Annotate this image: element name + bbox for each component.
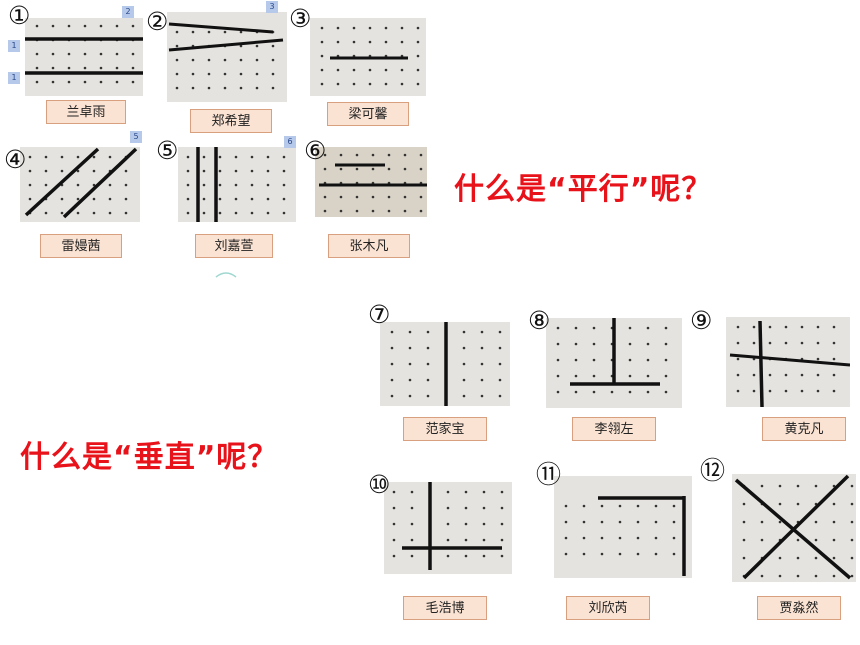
student-name-11: 刘欣芮 xyxy=(566,596,650,620)
student-name-1: 兰卓雨 xyxy=(46,100,126,124)
geoboard-photo-12 xyxy=(732,474,856,582)
decorative-swirl-icon xyxy=(215,264,237,278)
student-name-10: 毛浩博 xyxy=(403,596,487,620)
slide-tag-4: 3 xyxy=(266,1,278,13)
student-name-4: 雷嫚茜 xyxy=(40,234,122,258)
card-number-11: ⑪ xyxy=(536,460,562,489)
card-number-4: ④ xyxy=(4,145,27,174)
geoboard-photo-11 xyxy=(554,476,692,578)
perpendicular-question: 什么是“垂直”呢？ xyxy=(20,440,279,475)
geoboard-photo-8 xyxy=(546,318,682,408)
student-name-12: 贾淼然 xyxy=(757,596,841,620)
student-name-5: 刘嘉萱 xyxy=(195,234,273,258)
student-name-6: 张木凡 xyxy=(328,234,410,258)
slide-tag-6: 6 xyxy=(284,136,296,148)
slide-tag-5: 5 xyxy=(130,131,142,143)
card-number-10: ⑩ xyxy=(368,470,391,499)
geoboard-photo-9 xyxy=(726,317,850,407)
student-name-7: 范家宝 xyxy=(403,417,487,441)
student-name-9: 黄克凡 xyxy=(762,417,846,441)
slide-tag-1: 2 xyxy=(122,6,134,18)
card-number-2: ② xyxy=(146,7,169,36)
card-number-12: ⑫ xyxy=(700,456,726,485)
card-number-6: ⑥ xyxy=(304,136,327,165)
geoboard-photo-5 xyxy=(178,147,296,222)
card-number-9: ⑨ xyxy=(690,306,713,335)
geoboard-photo-3 xyxy=(310,18,426,96)
card-number-7: ⑦ xyxy=(368,300,391,329)
parallel-question: 什么是“平行”呢？ xyxy=(454,172,713,207)
geoboard-photo-10 xyxy=(384,482,512,574)
slide-tag-3: 1 xyxy=(8,72,20,84)
geoboard-photo-2 xyxy=(167,12,287,102)
card-number-5: ⑤ xyxy=(156,136,179,165)
student-name-2: 郑希望 xyxy=(190,109,272,133)
card-number-8: ⑧ xyxy=(528,306,551,335)
geoboard-photo-6 xyxy=(315,147,427,217)
slide-tag-2: 1 xyxy=(8,40,20,52)
student-name-3: 梁可馨 xyxy=(327,102,409,126)
geoboard-photo-7 xyxy=(380,322,510,406)
card-number-3: ③ xyxy=(289,4,312,33)
card-number-1: ① xyxy=(8,1,31,30)
geoboard-photo-4 xyxy=(20,147,140,222)
geoboard-photo-1 xyxy=(25,18,143,96)
student-name-8: 李翎左 xyxy=(572,417,656,441)
